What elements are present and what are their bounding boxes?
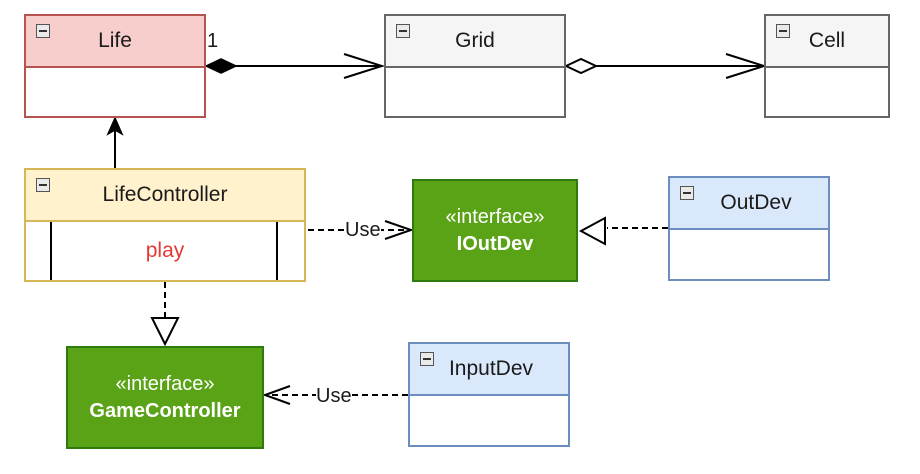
interface-gamecontroller[interactable]: «interface» GameController: [66, 346, 264, 449]
class-inputdev-header: InputDev: [410, 344, 568, 396]
interface-ioutdev[interactable]: «interface» IOutDev: [412, 179, 578, 282]
class-cell-header: Cell: [766, 16, 888, 68]
class-lifecontroller-body: play: [26, 222, 304, 280]
class-name: Cell: [808, 29, 846, 52]
class-name: LifeController: [102, 183, 228, 206]
stereotype-label: «interface»: [115, 372, 215, 395]
interface-name: GameController: [89, 399, 241, 422]
method-play[interactable]: play: [145, 239, 185, 262]
class-outdev-body: [670, 230, 828, 279]
realization-triangle-ioutdev: [578, 216, 606, 246]
class-lifecontroller[interactable]: LifeController play: [24, 168, 306, 282]
class-outdev-header: OutDev: [670, 178, 828, 230]
class-name: Grid: [455, 29, 495, 52]
multiplicity-label: 1: [207, 30, 219, 52]
class-name: OutDev: [720, 191, 792, 214]
stereotype-label: «interface»: [445, 205, 545, 228]
class-life[interactable]: Life: [24, 14, 206, 118]
class-inputdev[interactable]: InputDev: [408, 342, 570, 447]
open-arrowhead-ioutdev: [384, 220, 415, 240]
realization-triangle-gamecontroller: [150, 317, 180, 347]
controller-life-arrowhead: [106, 116, 124, 136]
collapse-icon[interactable]: [396, 24, 410, 38]
collapse-icon[interactable]: [36, 178, 50, 192]
class-cell-body: [766, 68, 888, 116]
class-grid-header: Grid: [386, 16, 564, 68]
interface-name: IOutDev: [456, 232, 534, 255]
class-life-header: Life: [26, 16, 204, 68]
class-name: Life: [98, 29, 132, 52]
class-grid-body: [386, 68, 564, 116]
use-label-gamecontroller: Use: [316, 385, 352, 407]
collapse-icon[interactable]: [680, 186, 694, 200]
class-grid[interactable]: Grid: [384, 14, 566, 118]
class-lifecontroller-header: LifeController: [26, 170, 304, 222]
open-arrowhead-grid: [343, 53, 386, 79]
composition-diamond: [204, 58, 238, 74]
class-outdev[interactable]: OutDev: [668, 176, 830, 281]
collapse-icon[interactable]: [776, 24, 790, 38]
aggregation-diamond: [563, 57, 599, 75]
class-name: InputDev: [448, 357, 534, 380]
class-life-body: [26, 68, 204, 116]
class-cell[interactable]: Cell: [764, 14, 890, 118]
collapse-icon[interactable]: [420, 352, 434, 366]
open-arrowhead-gamecontroller: [262, 385, 291, 405]
method-bar-left: [26, 222, 52, 280]
collapse-icon[interactable]: [36, 24, 50, 38]
method-bar-right: [276, 222, 304, 280]
class-inputdev-body: [410, 396, 568, 445]
use-label-ioutdev: Use: [345, 219, 381, 241]
